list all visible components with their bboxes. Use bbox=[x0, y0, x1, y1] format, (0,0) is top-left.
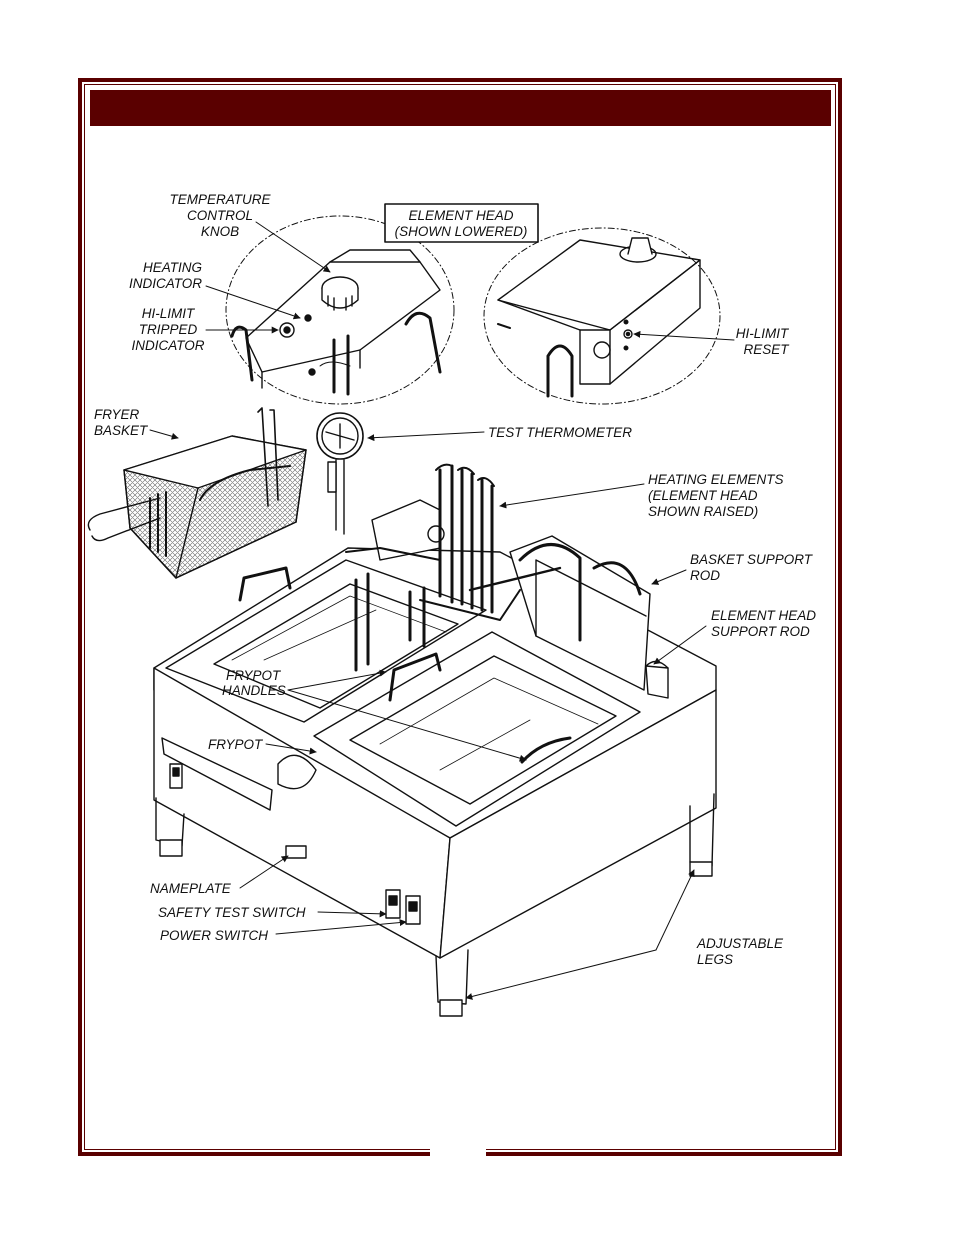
element-head-lowered-box bbox=[384, 203, 539, 243]
label-frypot-handles-2: HANDLES bbox=[222, 683, 286, 698]
label-hi-limit-tripped-2: TRIPPED bbox=[139, 322, 198, 337]
label-hi-limit-tripped-3: INDICATOR bbox=[131, 338, 204, 353]
label-heating-elements-1: HEATING ELEMENTS bbox=[648, 472, 784, 487]
label-hi-limit-reset-1: HI-LIMIT bbox=[736, 326, 790, 341]
label-adjustable-legs-1: ADJUSTABLE bbox=[696, 936, 784, 951]
page-number-gap bbox=[430, 1146, 486, 1162]
label-temperature-control-knob-2: CONTROL bbox=[187, 208, 253, 223]
fryer-cabinet bbox=[153, 463, 717, 1017]
callout-leaders bbox=[149, 221, 735, 1000]
label-element-head-support-rod-2: SUPPORT ROD bbox=[711, 624, 810, 639]
test-thermometer bbox=[316, 412, 364, 535]
label-element-head-lowered-1: ELEMENT HEAD bbox=[408, 208, 513, 223]
label-frypot-handles-1: FRYPOT bbox=[226, 668, 282, 683]
detail-control-panel bbox=[225, 215, 455, 405]
label-heating-elements-3: SHOWN RAISED) bbox=[648, 504, 758, 519]
label-nameplate: NAMEPLATE bbox=[150, 881, 232, 896]
label-basket-support-rod-2: ROD bbox=[690, 568, 720, 583]
callout-labels: TEMPERATURE CONTROL KNOB ELEMENT HEAD (S… bbox=[94, 192, 816, 967]
label-element-head-support-rod-1: ELEMENT HEAD bbox=[711, 608, 816, 623]
fryer-basket bbox=[87, 407, 307, 579]
label-fryer-basket-1: FRYER bbox=[94, 407, 140, 422]
label-hi-limit-reset-2: RESET bbox=[743, 342, 790, 357]
label-safety-test-switch: SAFETY TEST SWITCH bbox=[158, 905, 306, 920]
label-heating-indicator-1: HEATING bbox=[143, 260, 202, 275]
detail-hi-limit-reset bbox=[483, 227, 721, 405]
label-hi-limit-tripped-1: HI-LIMIT bbox=[142, 306, 196, 321]
label-fryer-basket-2: BASKET bbox=[94, 423, 149, 438]
label-frypot: FRYPOT bbox=[208, 737, 264, 752]
label-heating-elements-2: (ELEMENT HEAD bbox=[648, 488, 758, 503]
label-adjustable-legs-2: LEGS bbox=[697, 952, 733, 967]
section-title-bar bbox=[90, 90, 831, 126]
label-test-thermometer: TEST THERMOMETER bbox=[488, 425, 632, 440]
label-temperature-control-knob-3: KNOB bbox=[201, 224, 239, 239]
label-element-head-lowered-2: (SHOWN LOWERED) bbox=[395, 224, 528, 239]
label-temperature-control-knob-1: TEMPERATURE bbox=[169, 192, 271, 207]
label-power-switch: POWER SWITCH bbox=[160, 928, 268, 943]
label-basket-support-rod-1: BASKET SUPPORT bbox=[690, 552, 814, 567]
label-heating-indicator-2: INDICATOR bbox=[129, 276, 202, 291]
